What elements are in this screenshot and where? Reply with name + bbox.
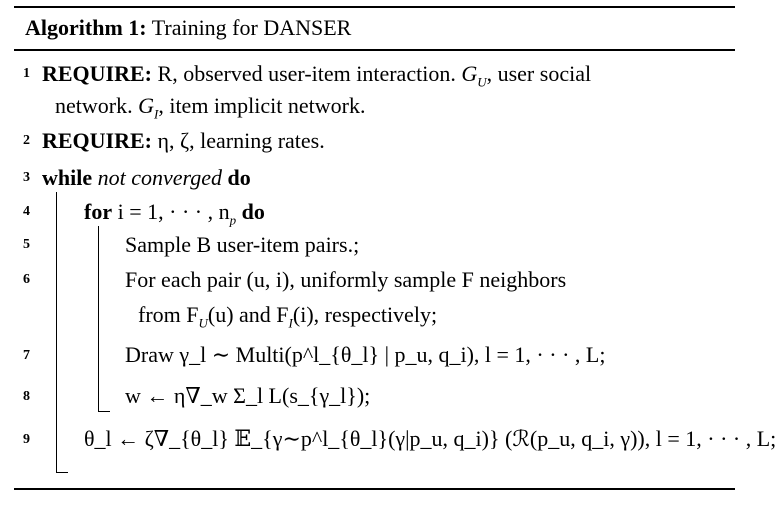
- algo-line-3: while not converged do: [42, 165, 251, 190]
- algorithm-label: Algorithm 1:: [25, 15, 147, 40]
- algo-line-4: for i = 1, · · · , np do: [84, 199, 265, 228]
- algo-line-9: θ_l ← ζ∇_{θ_l} 𝔼_{γ∼p^l_{θ_l}(γ|p_u, q_i…: [84, 426, 776, 451]
- while-block-end: [56, 472, 68, 474]
- algo-line-6-cont: from FU(u) and FI(i), respectively;: [138, 302, 438, 331]
- caption-rule: [14, 49, 735, 51]
- line-number-9: 9: [23, 432, 30, 447]
- line-number-2: 2: [23, 133, 30, 148]
- for-block-bar: [98, 226, 100, 412]
- algo-line-7: Draw γ_l ∼ Multi(p^l_{θ_l} | p_u, q_i), …: [125, 342, 606, 367]
- line-number-1: 1: [23, 66, 30, 81]
- while-block-bar: [56, 192, 58, 473]
- for-block-end: [98, 411, 110, 413]
- algo-line-8: w ← η∇_w Σ_l L(s_{γ_l});: [125, 383, 371, 408]
- algorithm-title: Training for DANSER: [151, 15, 352, 40]
- algo-line-1-cont: network. GI, item implicit network.: [55, 93, 366, 122]
- line-number-8: 8: [23, 389, 30, 404]
- algo-line-5: Sample B user-item pairs.;: [125, 232, 360, 257]
- line-number-7: 7: [23, 348, 30, 363]
- algo-line-2: REQUIRE: η, ζ, learning rates.: [42, 128, 325, 153]
- line-number-5: 5: [23, 237, 30, 252]
- line-number-3: 3: [23, 170, 30, 185]
- algo-line-1: REQUIRE: R, observed user-item interacti…: [42, 61, 592, 90]
- line-number-6: 6: [23, 272, 30, 287]
- algorithm-caption: Algorithm 1: Training for DANSER: [25, 14, 351, 42]
- top-rule: [14, 6, 735, 8]
- bottom-rule: [14, 488, 735, 490]
- algo-line-6: For each pair (u, i), uniformly sample F…: [125, 267, 567, 292]
- line-number-4: 4: [23, 204, 30, 219]
